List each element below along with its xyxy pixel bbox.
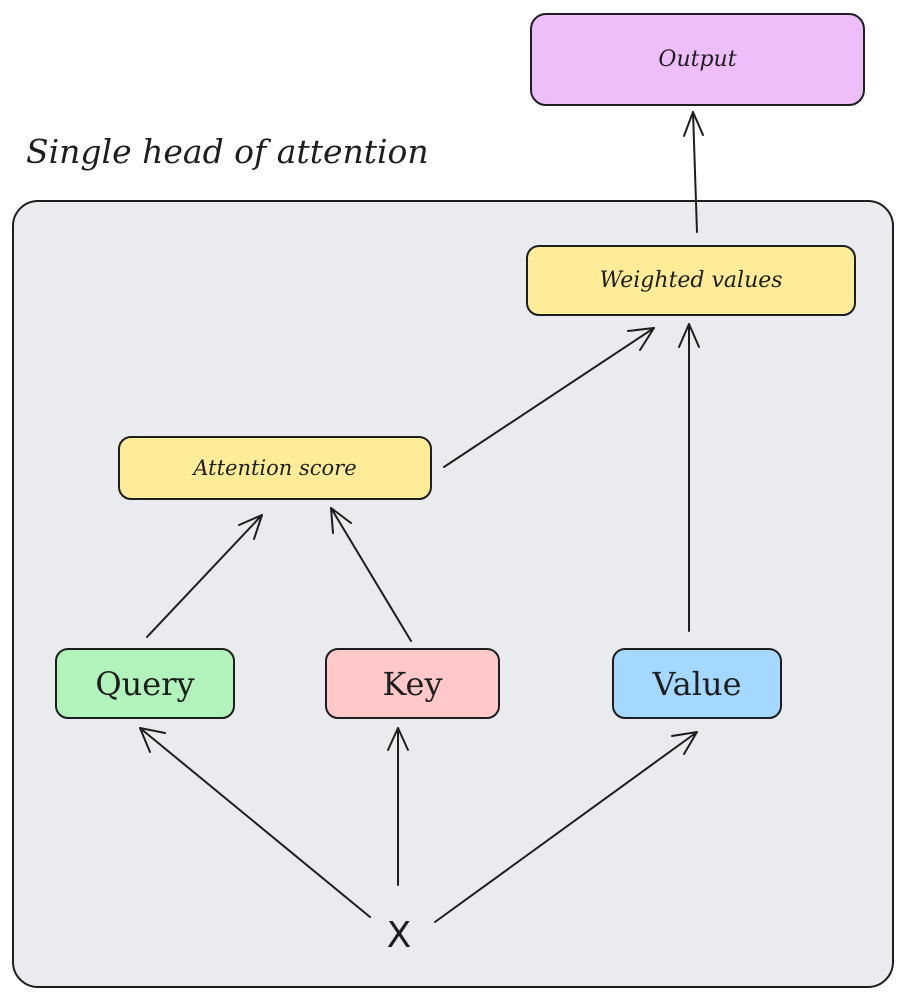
attention-score-node: Attention score bbox=[118, 436, 432, 500]
diagram-title: Single head of attention bbox=[26, 132, 429, 171]
input-x-label: X bbox=[386, 914, 412, 956]
attention-head-frame bbox=[12, 200, 894, 988]
key-node: Key bbox=[325, 648, 500, 719]
output-node: Output bbox=[530, 13, 865, 106]
query-node: Query bbox=[55, 648, 235, 719]
weighted-values-node: Weighted values bbox=[526, 245, 856, 316]
value-node: Value bbox=[612, 648, 782, 719]
